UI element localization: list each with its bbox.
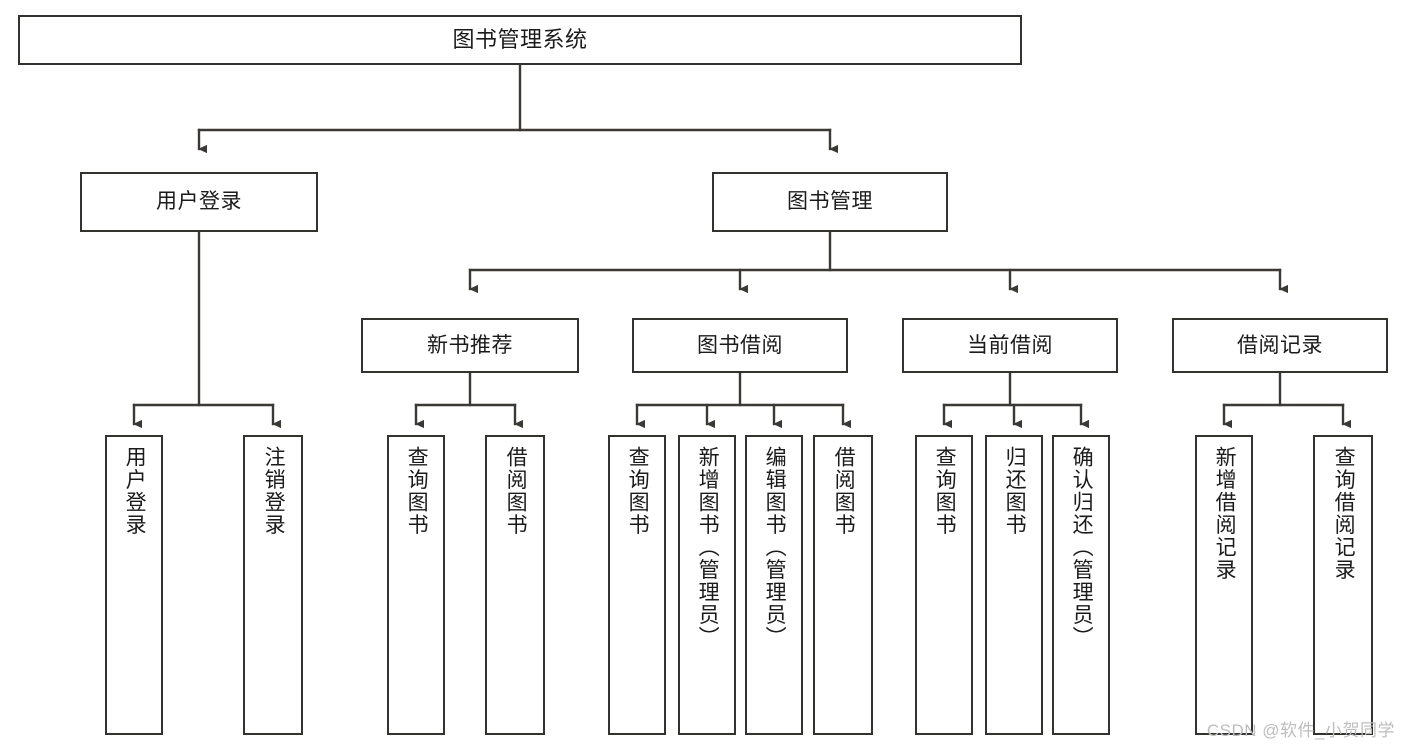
node-label: 借阅图书	[504, 446, 528, 536]
node-label: 编辑图书（管理员）	[763, 446, 787, 649]
node-label: 新书推荐	[427, 333, 513, 357]
node-leaf-logout[interactable]: 注销登录	[243, 435, 303, 735]
node-leaf-borrow-book-1[interactable]: 借阅图书	[485, 435, 545, 735]
node-label: 查询图书	[933, 446, 957, 536]
node-leaf-query-book-1[interactable]: 查询图书	[387, 435, 445, 735]
node-label: 借阅图书	[832, 446, 856, 536]
node-leaf-query-book-3[interactable]: 查询图书	[915, 435, 973, 735]
node-label: 图书借阅	[697, 333, 783, 357]
node-borrow-record[interactable]: 借阅记录	[1172, 318, 1388, 373]
node-label: 确认归还（管理员）	[1070, 446, 1094, 649]
node-book-manage[interactable]: 图书管理	[712, 172, 948, 232]
node-label: 借阅记录	[1237, 333, 1323, 357]
node-label: 注销登录	[262, 446, 286, 536]
node-leaf-borrow-book-2[interactable]: 借阅图书	[813, 435, 873, 735]
node-user-login[interactable]: 用户登录	[80, 172, 318, 232]
node-label: 图书管理	[787, 190, 873, 214]
node-book-borrow[interactable]: 图书借阅	[632, 318, 848, 373]
node-leaf-confirm-return[interactable]: 确认归还（管理员）	[1052, 435, 1110, 735]
node-label: 用户登录	[123, 446, 147, 536]
node-leaf-add-record[interactable]: 新增借阅记录	[1195, 435, 1253, 735]
csdn-watermark: CSDN @软件_小贺同学	[1206, 721, 1395, 740]
node-leaf-user-login[interactable]: 用户登录	[105, 435, 163, 735]
node-leaf-query-book-2[interactable]: 查询图书	[608, 435, 666, 735]
node-leaf-add-book[interactable]: 新增图书（管理员）	[678, 435, 736, 735]
node-new-book-recommend[interactable]: 新书推荐	[361, 318, 579, 373]
node-label: 查询图书	[626, 446, 650, 536]
node-leaf-return-book[interactable]: 归还图书	[985, 435, 1043, 735]
node-label: 查询借阅记录	[1332, 446, 1356, 581]
node-leaf-query-record[interactable]: 查询借阅记录	[1313, 435, 1373, 735]
node-label: 归还图书	[1003, 446, 1027, 536]
node-label: 查询图书	[405, 446, 429, 536]
node-label: 新增借阅记录	[1213, 446, 1237, 581]
node-leaf-edit-book[interactable]: 编辑图书（管理员）	[745, 435, 803, 735]
node-label: 用户登录	[156, 190, 242, 214]
node-label: 新增图书（管理员）	[696, 446, 720, 649]
node-label: 图书管理系统	[452, 26, 588, 52]
node-current-borrow[interactable]: 当前借阅	[902, 318, 1118, 373]
node-label: 当前借阅	[967, 333, 1053, 357]
node-root-system[interactable]: 图书管理系统	[18, 15, 1022, 65]
